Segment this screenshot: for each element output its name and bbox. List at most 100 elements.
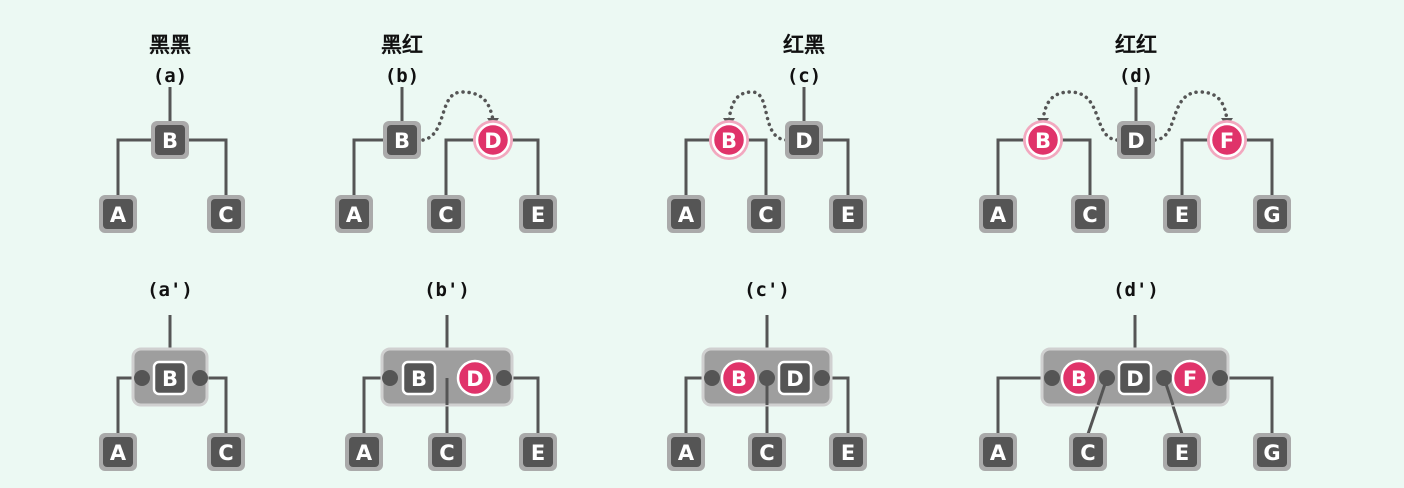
case-d-child-g: G bbox=[1253, 195, 1291, 233]
case-d-bottom-child-e: E bbox=[1163, 433, 1201, 471]
case-c-child-a: A bbox=[667, 195, 705, 233]
case-b-merged-key-d: D bbox=[456, 359, 494, 397]
case-b-heading: 黑红 bbox=[381, 33, 423, 57]
case-d-merged-key-d: D bbox=[1117, 360, 1153, 396]
case-d-node-d-key: D bbox=[1127, 129, 1144, 153]
case-d-rotation-arrow-right bbox=[1153, 90, 1229, 142]
case-a-child-c: C bbox=[207, 195, 245, 233]
case-a-node-b: B bbox=[151, 121, 189, 159]
case-c: 红黑 (c) B D A C bbox=[667, 33, 867, 471]
case-d-node-b-key: B bbox=[1035, 129, 1051, 153]
case-c-child-e: E bbox=[829, 195, 867, 233]
case-d-child-a: A bbox=[979, 195, 1017, 233]
case-a-bottom-child-a: A bbox=[99, 433, 137, 471]
case-a-merged-key-b: B bbox=[152, 360, 188, 396]
case-c-merged-key-d: D bbox=[777, 360, 813, 396]
case-b-child-a-key: A bbox=[346, 203, 363, 227]
case-c-edges bbox=[684, 87, 850, 197]
case-b-child-c-key: C bbox=[438, 203, 453, 227]
case-a-child-a-key: A bbox=[110, 203, 127, 227]
case-d-top-label: (d) bbox=[1119, 65, 1153, 87]
case-d-port-1 bbox=[1044, 370, 1060, 386]
case-d-merged-key-f-text: F bbox=[1183, 367, 1197, 391]
case-b-child-e-key: E bbox=[531, 203, 545, 227]
case-c-child-a-key: A bbox=[678, 203, 695, 227]
case-d-node-f: F bbox=[1207, 120, 1247, 160]
case-d-merged-key-b: B bbox=[1060, 359, 1098, 397]
case-d-merged-key-d-text: D bbox=[1126, 367, 1143, 391]
case-d-port-2 bbox=[1099, 370, 1115, 386]
case-a-merged-key-b-text: B bbox=[162, 367, 178, 391]
case-b-child-a: A bbox=[335, 195, 373, 233]
case-c-bottom-child-a: A bbox=[667, 433, 705, 471]
case-a-child-a: A bbox=[99, 195, 137, 233]
case-b-port-right bbox=[496, 370, 512, 386]
case-d-bottom-child-a: A bbox=[979, 433, 1017, 471]
case-c-child-e-key: E bbox=[841, 203, 855, 227]
case-b-node-d: D bbox=[473, 120, 513, 160]
case-b-rotation-arrow bbox=[421, 90, 495, 142]
case-b-edges bbox=[352, 87, 540, 197]
case-d-child-e: E bbox=[1163, 195, 1201, 233]
case-d-bottom-child-g-key: G bbox=[1263, 441, 1280, 465]
case-a-port-right bbox=[192, 370, 208, 386]
case-d-rotation-arrow-left bbox=[1041, 90, 1119, 142]
case-d: 红红 (d) B D F A bbox=[979, 33, 1291, 471]
case-c-rotation-arrow bbox=[727, 90, 788, 142]
case-d-child-a-key: A bbox=[990, 203, 1007, 227]
case-d-child-c: C bbox=[1071, 195, 1109, 233]
case-b-node-b: B bbox=[383, 121, 421, 159]
case-d-heading: 红红 bbox=[1115, 33, 1157, 57]
case-d-port-4 bbox=[1212, 370, 1228, 386]
case-d-node-d: D bbox=[1117, 121, 1155, 159]
case-d-merged-key-f: F bbox=[1171, 359, 1209, 397]
case-b-bottom-child-e: E bbox=[519, 433, 557, 471]
case-a-bottom-child-c-key: C bbox=[218, 441, 233, 465]
case-a-port-left bbox=[134, 370, 150, 386]
case-a-top-label: (a) bbox=[153, 65, 187, 87]
case-d-merged-key-b-text: B bbox=[1071, 367, 1087, 391]
case-b-child-e: E bbox=[519, 195, 557, 233]
case-b: 黑红 (b) B D A C bbox=[335, 33, 557, 471]
case-b-bottom-label: (b') bbox=[424, 279, 470, 301]
case-a-bottom-child-c: C bbox=[207, 433, 245, 471]
case-d-node-b: B bbox=[1023, 120, 1063, 160]
case-a-heading: 黑黑 bbox=[149, 33, 191, 57]
case-b-child-c: C bbox=[427, 195, 465, 233]
case-b-bottom-child-c: C bbox=[428, 433, 466, 471]
case-b-node-b-key: B bbox=[394, 129, 410, 153]
case-d-child-c-key: C bbox=[1082, 203, 1097, 227]
case-d-child-g-key: G bbox=[1263, 203, 1280, 227]
case-b-merged-key-b-text: B bbox=[411, 367, 427, 391]
case-c-bottom-label: (c') bbox=[744, 279, 790, 301]
case-d-bottom-label: (d') bbox=[1113, 279, 1159, 301]
case-c-bottom-child-e-key: E bbox=[841, 441, 855, 465]
case-c-merged-key-b-text: B bbox=[731, 367, 747, 391]
case-c-child-c: C bbox=[747, 195, 785, 233]
case-c-top-label: (c) bbox=[787, 65, 821, 87]
case-c-port-middle bbox=[759, 370, 775, 386]
case-c-bottom-child-c-key: C bbox=[759, 441, 774, 465]
case-d-bottom-child-c-key: C bbox=[1080, 441, 1095, 465]
case-c-node-d-key: D bbox=[795, 129, 812, 153]
case-c-bottom-child-a-key: A bbox=[678, 441, 695, 465]
case-c-node-d: D bbox=[785, 121, 823, 159]
case-b-node-d-key: D bbox=[484, 129, 501, 153]
case-b-bottom-child-c-key: C bbox=[439, 441, 454, 465]
case-a-child-c-key: C bbox=[218, 203, 233, 227]
case-d-bottom-child-e-key: E bbox=[1175, 441, 1189, 465]
case-b-merged-key-b: B bbox=[401, 360, 437, 396]
case-d-bottom-child-c: C bbox=[1069, 433, 1107, 471]
case-b-top-label: (b) bbox=[385, 65, 419, 87]
case-c-bottom-child-c: C bbox=[748, 433, 786, 471]
case-a: 黑黑 (a) B A C (a') bbox=[99, 33, 245, 471]
case-c-child-c-key: C bbox=[758, 203, 773, 227]
case-a-bottom-label: (a') bbox=[147, 279, 193, 301]
case-d-child-e-key: E bbox=[1175, 203, 1189, 227]
case-c-bottom-child-e: E bbox=[829, 433, 867, 471]
case-a-edges bbox=[116, 87, 228, 197]
case-a-bottom-child-a-key: A bbox=[110, 441, 127, 465]
case-c-merged-key-b: B bbox=[720, 359, 758, 397]
case-b-port-left bbox=[382, 370, 398, 386]
